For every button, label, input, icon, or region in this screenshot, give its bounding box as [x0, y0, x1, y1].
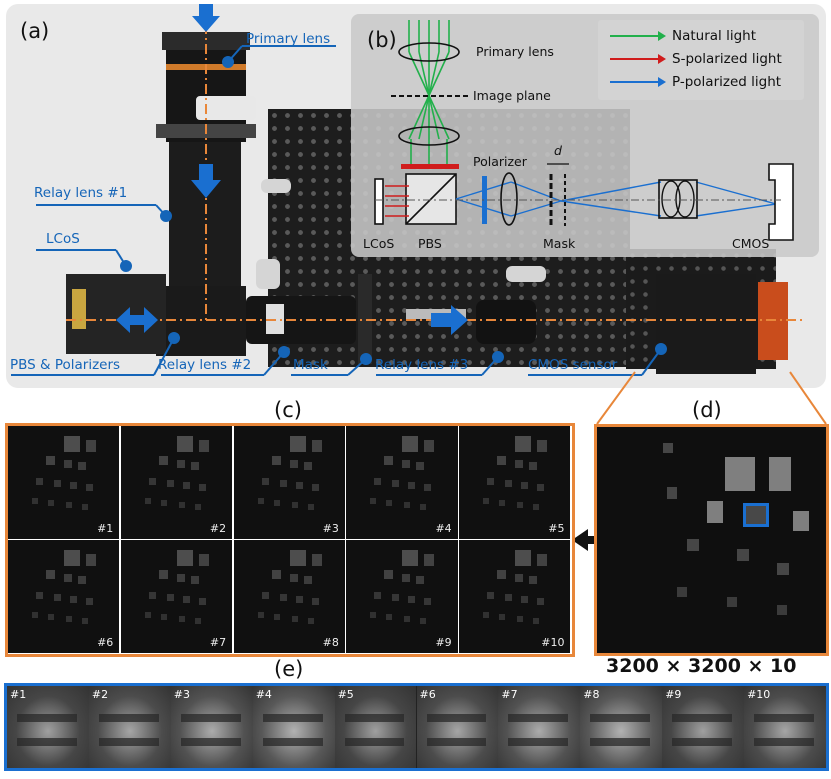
strip-frame-number: #10 — [747, 688, 771, 701]
tile-1: #1 — [8, 426, 120, 539]
callout-relay-lens-3: Relay lens #3 — [375, 357, 469, 373]
callout-mask: Mask — [293, 357, 328, 373]
tile-3: #3 — [233, 426, 345, 539]
schematic-mask: Mask — [543, 236, 576, 251]
red-arrow-icon — [610, 54, 666, 64]
panel-a-label: (a) — [20, 19, 50, 43]
callout-cmos-sensor: CMOS sensor — [528, 357, 618, 373]
photo-apparatus — [11, 4, 806, 376]
tile-number: #5 — [548, 521, 565, 535]
legend-natural: Natural light — [610, 26, 756, 46]
strip-frame-5: #5 — [334, 686, 417, 768]
legend-s-polarized: S-polarized light — [610, 49, 782, 69]
strip-frame-number: #2 — [91, 688, 109, 701]
tile-10: #10 — [459, 540, 571, 653]
strip-frame-number: #5 — [337, 688, 354, 701]
schematic-polarizer: Polarizer — [473, 154, 527, 169]
callout-pbs-polarizers: PBS & Polarizers — [10, 357, 121, 373]
legend-p-polarized: P-polarized light — [610, 72, 781, 92]
panel-b-label: (b) — [367, 28, 397, 52]
tile-number: #6 — [97, 635, 114, 649]
zoom-region-box — [743, 503, 769, 527]
strip-frame-number: #1 — [10, 688, 27, 701]
strip-frame-number: #4 — [255, 688, 272, 701]
schematic-drawing — [374, 20, 794, 241]
blue-arrow-icon — [610, 77, 666, 87]
strip-frame-9: #9 — [662, 686, 745, 768]
callout-primary-lens: Primary lens — [246, 31, 331, 47]
tile-number: #10 — [541, 635, 565, 649]
schematic-d: d — [554, 143, 562, 158]
tile-9: #9 — [346, 540, 458, 653]
panel-e-strip: #1 #2 #3 #4 #5 #6 #7 #8 #9 #10 — [4, 683, 829, 771]
light-legend: Natural light S-polarized light P-polari… — [598, 20, 804, 100]
callout-relay-lens-1: Relay lens #1 — [34, 185, 128, 201]
panel-d-label: (d) — [692, 398, 722, 422]
schematic-lcos: LCoS — [363, 236, 395, 251]
tile-6: #6 — [8, 540, 120, 653]
strip-frame-6: #6 — [416, 686, 499, 768]
tile-4: #4 — [346, 426, 458, 539]
panel-c-label: (c) — [274, 398, 302, 422]
strip-frame-8: #8 — [580, 686, 663, 768]
tile-number: #1 — [97, 521, 114, 535]
panel-d-image — [594, 424, 829, 656]
strip-frame-10: #10 — [744, 686, 826, 768]
tile-8: #8 — [233, 540, 345, 653]
green-arrow-icon — [610, 31, 666, 41]
strip-frame-number: #7 — [501, 688, 518, 701]
schematic-pbs: PBS — [418, 236, 442, 251]
schematic-primary-lens: Primary lens — [476, 44, 554, 59]
panel-e-label: (e) — [274, 657, 304, 681]
tile-number: #8 — [322, 635, 339, 649]
strip-frame-number: #6 — [419, 688, 436, 701]
strip-frame-number: #9 — [665, 688, 682, 701]
tile-number: #4 — [435, 521, 452, 535]
panel-c-grid: #1 #2 #3 #4 #5 #6 #7 #8 #9 #10 — [5, 423, 575, 657]
schematic-cmos: CMOS — [732, 236, 770, 251]
panel-b-schematic: (b) Primary lens Image plane Polarizer d… — [351, 14, 819, 257]
strip-frame-4: #4 — [252, 686, 335, 768]
panel-a-photo: (a) Primary lens Relay lens #1 LCoS PBS … — [6, 4, 826, 388]
tile-number: #3 — [322, 521, 339, 535]
strip-frame-number: #3 — [173, 688, 191, 701]
tile-5: #5 — [459, 426, 571, 539]
tile-number: #9 — [435, 635, 452, 649]
tile-7: #7 — [120, 540, 233, 653]
callout-lcos: LCoS — [46, 231, 80, 247]
strip-frame-3: #3 — [170, 686, 253, 768]
tile-2: #2 — [120, 426, 233, 539]
callout-relay-lens-2: Relay lens #2 — [158, 357, 252, 373]
tile-number: #7 — [209, 635, 227, 649]
strip-frame-number: #8 — [583, 688, 600, 701]
schematic-image-plane: Image plane — [473, 88, 551, 103]
tile-number: #2 — [209, 521, 227, 535]
strip-frame-2: #2 — [88, 686, 171, 768]
resolution-label: 3200 × 3200 × 10 — [606, 655, 797, 677]
strip-frame-1: #1 — [7, 686, 89, 768]
strip-frame-7: #7 — [498, 686, 581, 768]
